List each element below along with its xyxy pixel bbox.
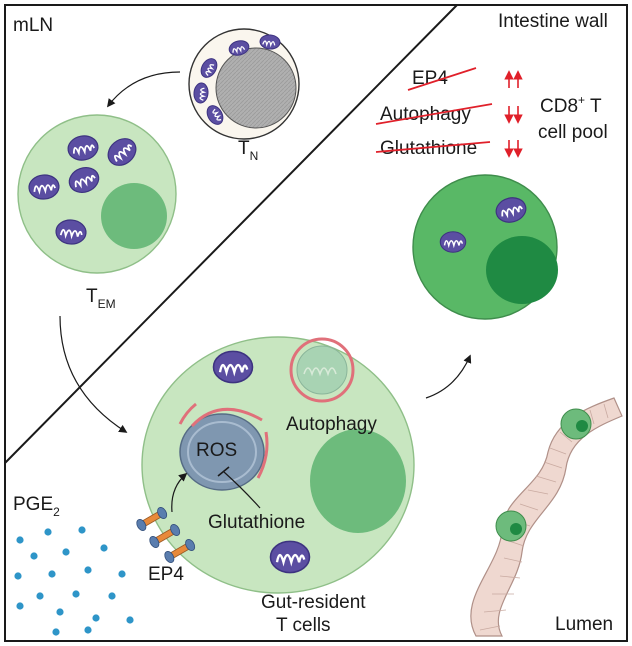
change-label: Glutathione <box>380 138 477 159</box>
epithelial-cell-border <box>483 609 507 613</box>
inhibition-glutathione-ros <box>223 471 261 509</box>
ros-label: ROS <box>196 440 237 461</box>
intestinal-epithelium <box>470 397 623 637</box>
arrow-ep4-to-ros <box>171 472 188 513</box>
epithelial-cell-border <box>503 557 523 563</box>
strike-line <box>375 141 491 153</box>
gut-resident-t-cell <box>141 336 415 594</box>
pge2-molecule <box>62 548 70 556</box>
pge2-molecule <box>14 572 22 580</box>
epithelial-cell-border <box>549 447 567 455</box>
pge2-molecule <box>48 570 56 578</box>
pge2-molecule <box>16 536 24 544</box>
pge2-molecule <box>84 626 92 634</box>
pge2-label: PGE2 <box>13 494 60 519</box>
pge2-molecule <box>44 528 52 536</box>
cd8-pool-cell <box>412 174 558 320</box>
arrow-em-to-gut-resident <box>59 315 128 433</box>
change-label: EP4 <box>412 68 448 89</box>
epithelial-cell-border <box>543 461 563 469</box>
figure-frame <box>4 4 628 642</box>
inhibition-bar <box>217 466 230 477</box>
strike-line <box>407 67 477 91</box>
glutathione-label: Glutathione <box>208 512 305 533</box>
mitochondrion <box>439 231 467 253</box>
pge2-molecule <box>118 570 126 578</box>
intraepithelial-t-cell <box>495 510 527 542</box>
effector-memory-t-cell <box>17 114 177 274</box>
pge2-molecule <box>84 566 92 574</box>
pge2-molecule <box>108 592 116 600</box>
pge2-molecule <box>92 614 100 622</box>
epithelial-cell-border <box>527 489 549 495</box>
epithelial-cell-border <box>499 575 521 579</box>
em-t-cell-label: TEM <box>86 286 116 311</box>
pge2-molecule <box>36 592 44 600</box>
pge2-molecule <box>56 608 64 616</box>
pge2-molecule <box>72 590 80 598</box>
pge2-molecule <box>16 602 24 610</box>
epithelial-cell-border <box>479 625 501 631</box>
pge2-molecule <box>30 552 38 560</box>
ep4-label: EP4 <box>148 564 184 585</box>
gut-resident-label-line1: Gut-resident <box>261 592 366 613</box>
epithelial-cell-border <box>603 403 609 419</box>
intraepithelial-t-cell <box>560 408 592 440</box>
ros-mitochondrion <box>178 402 269 491</box>
cd8-pool-label-line1: CD8+ T <box>540 93 602 117</box>
naive-t-cell-label: TN <box>238 138 258 163</box>
mitochondrion <box>212 350 254 384</box>
pge2-molecule <box>126 616 134 624</box>
naive-t-cell <box>188 28 300 140</box>
mitochondrion <box>269 540 311 574</box>
epithelial-cell-border <box>519 503 539 511</box>
region-label-mln: mLN <box>13 15 53 36</box>
pge2-molecule <box>100 544 108 552</box>
cd8-pool-label-line2: cell pool <box>538 122 608 143</box>
autophagosome <box>289 337 355 403</box>
pge2-molecules <box>14 526 134 636</box>
pge2-molecule <box>78 526 86 534</box>
nucleus <box>310 429 406 533</box>
arrow-naive-to-em <box>106 71 181 108</box>
epithelial-cell-border <box>535 475 557 483</box>
epithelial-cell-border <box>559 431 573 443</box>
pge2-molecule <box>52 628 60 636</box>
epithelial-cell-border <box>589 409 595 425</box>
gut-resident-label-line2: T cells <box>276 615 331 636</box>
region-label-intestine-wall: Intestine wall <box>498 11 608 32</box>
compartment-divider <box>4 4 458 464</box>
region-label-lumen: Lumen <box>555 614 613 635</box>
autophagy-label: Autophagy <box>286 414 377 435</box>
arrow-to-cd8-pool <box>425 354 472 399</box>
changes-list: EP4 Autophagy Glutathione CD8+ T cell po… <box>375 67 608 159</box>
strike-line <box>375 103 493 125</box>
